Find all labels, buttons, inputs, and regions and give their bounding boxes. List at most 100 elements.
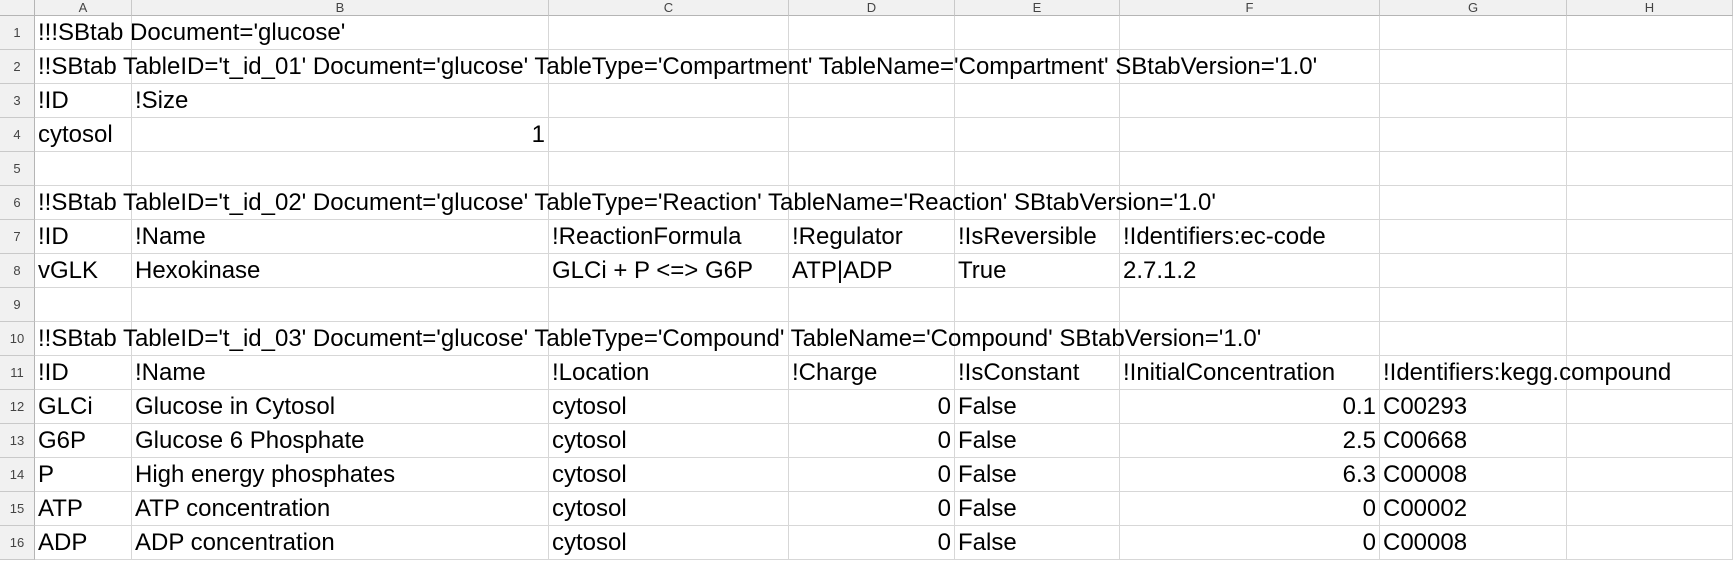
cell-b15[interactable]: ATP concentration (132, 492, 549, 526)
cell-h1[interactable] (1567, 16, 1733, 50)
cell-a6[interactable]: !!SBtab TableID='t_id_02' Document='gluc… (35, 186, 1216, 220)
cell-a9[interactable] (35, 288, 132, 322)
cell-a15[interactable]: ATP (35, 492, 132, 526)
cell-b13[interactable]: Glucose 6 Phosphate (132, 424, 549, 458)
cell-d13[interactable]: 0 (789, 424, 955, 458)
cell-g7[interactable] (1380, 220, 1567, 254)
column-header-b[interactable]: B (132, 0, 549, 16)
cell-e3[interactable] (955, 84, 1120, 118)
cell-d8[interactable]: ATP|ADP (789, 254, 955, 288)
cell-f8[interactable]: 2.7.1.2 (1120, 254, 1380, 288)
cell-c5[interactable] (549, 152, 789, 186)
cell-a4[interactable]: cytosol (35, 118, 132, 152)
cell-c2[interactable] (549, 50, 789, 84)
cell-c12[interactable]: cytosol (549, 390, 789, 424)
cell-c8[interactable]: GLCi + P <=> G6P (549, 254, 789, 288)
row-header-12[interactable]: 12 (0, 390, 35, 424)
cell-h14[interactable] (1567, 458, 1733, 492)
cell-b8[interactable]: Hexokinase (132, 254, 549, 288)
cell-b10[interactable] (132, 322, 549, 356)
column-header-f[interactable]: F (1120, 0, 1380, 16)
cell-g5[interactable] (1380, 152, 1567, 186)
cell-d15[interactable]: 0 (789, 492, 955, 526)
cell-e2[interactable] (955, 50, 1120, 84)
cell-f4[interactable] (1120, 118, 1380, 152)
row-header-7[interactable]: 7 (0, 220, 35, 254)
cell-a7[interactable]: !ID (35, 220, 132, 254)
cell-c3[interactable] (549, 84, 789, 118)
cell-a3[interactable]: !ID (35, 84, 132, 118)
cell-h16[interactable] (1567, 526, 1733, 560)
cell-f12[interactable]: 0.1 (1120, 390, 1380, 424)
cell-c16[interactable]: cytosol (549, 526, 789, 560)
cell-a2[interactable]: !!SBtab TableID='t_id_01' Document='gluc… (35, 50, 1317, 84)
cell-e10[interactable] (955, 322, 1120, 356)
cell-g11[interactable]: !Identifiers:kegg.compound (1380, 356, 1671, 390)
cell-a14[interactable]: P (35, 458, 132, 492)
cell-a11[interactable]: !ID (35, 356, 132, 390)
cell-f13[interactable]: 2.5 (1120, 424, 1380, 458)
cell-c6[interactable] (549, 186, 789, 220)
cell-g16[interactable]: C00008 (1380, 526, 1567, 560)
row-header-14[interactable]: 14 (0, 458, 35, 492)
cell-a16[interactable]: ADP (35, 526, 132, 560)
cell-d7[interactable]: !Regulator (789, 220, 955, 254)
row-header-2[interactable]: 2 (0, 50, 35, 84)
cell-h5[interactable] (1567, 152, 1733, 186)
cell-a13[interactable]: G6P (35, 424, 132, 458)
cell-d5[interactable] (789, 152, 955, 186)
cell-b9[interactable] (132, 288, 549, 322)
row-header-13[interactable]: 13 (0, 424, 35, 458)
cell-d9[interactable] (789, 288, 955, 322)
cell-e4[interactable] (955, 118, 1120, 152)
cell-c13[interactable]: cytosol (549, 424, 789, 458)
cell-g6[interactable] (1380, 186, 1567, 220)
cell-b4[interactable]: 1 (132, 118, 549, 152)
cell-e12[interactable]: False (955, 390, 1120, 424)
cell-h3[interactable] (1567, 84, 1733, 118)
cell-d4[interactable] (789, 118, 955, 152)
cell-g14[interactable]: C00008 (1380, 458, 1567, 492)
cell-h10[interactable] (1567, 322, 1733, 356)
cell-g4[interactable] (1380, 118, 1567, 152)
cell-e11[interactable]: !IsConstant (955, 356, 1120, 390)
cell-a1[interactable]: !!!SBtab Document='glucose' (35, 16, 345, 50)
cell-b1[interactable] (132, 16, 549, 50)
cell-f9[interactable] (1120, 288, 1380, 322)
cell-g2[interactable] (1380, 50, 1567, 84)
cell-b11[interactable]: !Name (132, 356, 549, 390)
cell-f3[interactable] (1120, 84, 1380, 118)
cell-d6[interactable] (789, 186, 955, 220)
cell-a5[interactable] (35, 152, 132, 186)
row-header-11[interactable]: 11 (0, 356, 35, 390)
cell-d2[interactable] (789, 50, 955, 84)
column-header-d[interactable]: D (789, 0, 955, 16)
cell-e1[interactable] (955, 16, 1120, 50)
column-header-h[interactable]: H (1567, 0, 1733, 16)
row-header-15[interactable]: 15 (0, 492, 35, 526)
cell-h12[interactable] (1567, 390, 1733, 424)
cell-e16[interactable]: False (955, 526, 1120, 560)
cell-d14[interactable]: 0 (789, 458, 955, 492)
cell-e15[interactable]: False (955, 492, 1120, 526)
cell-g3[interactable] (1380, 84, 1567, 118)
row-header-16[interactable]: 16 (0, 526, 35, 560)
cell-h8[interactable] (1567, 254, 1733, 288)
cell-c15[interactable]: cytosol (549, 492, 789, 526)
cell-e9[interactable] (955, 288, 1120, 322)
cell-c14[interactable]: cytosol (549, 458, 789, 492)
cell-f14[interactable]: 6.3 (1120, 458, 1380, 492)
row-header-3[interactable]: 3 (0, 84, 35, 118)
column-header-c[interactable]: C (549, 0, 789, 16)
row-header-9[interactable]: 9 (0, 288, 35, 322)
row-header-5[interactable]: 5 (0, 152, 35, 186)
cell-e5[interactable] (955, 152, 1120, 186)
cell-b2[interactable] (132, 50, 549, 84)
cell-d11[interactable]: !Charge (789, 356, 955, 390)
cell-b16[interactable]: ADP concentration (132, 526, 549, 560)
cell-g8[interactable] (1380, 254, 1567, 288)
cell-c7[interactable]: !ReactionFormula (549, 220, 789, 254)
cell-f10[interactable] (1120, 322, 1380, 356)
cell-f1[interactable] (1120, 16, 1380, 50)
